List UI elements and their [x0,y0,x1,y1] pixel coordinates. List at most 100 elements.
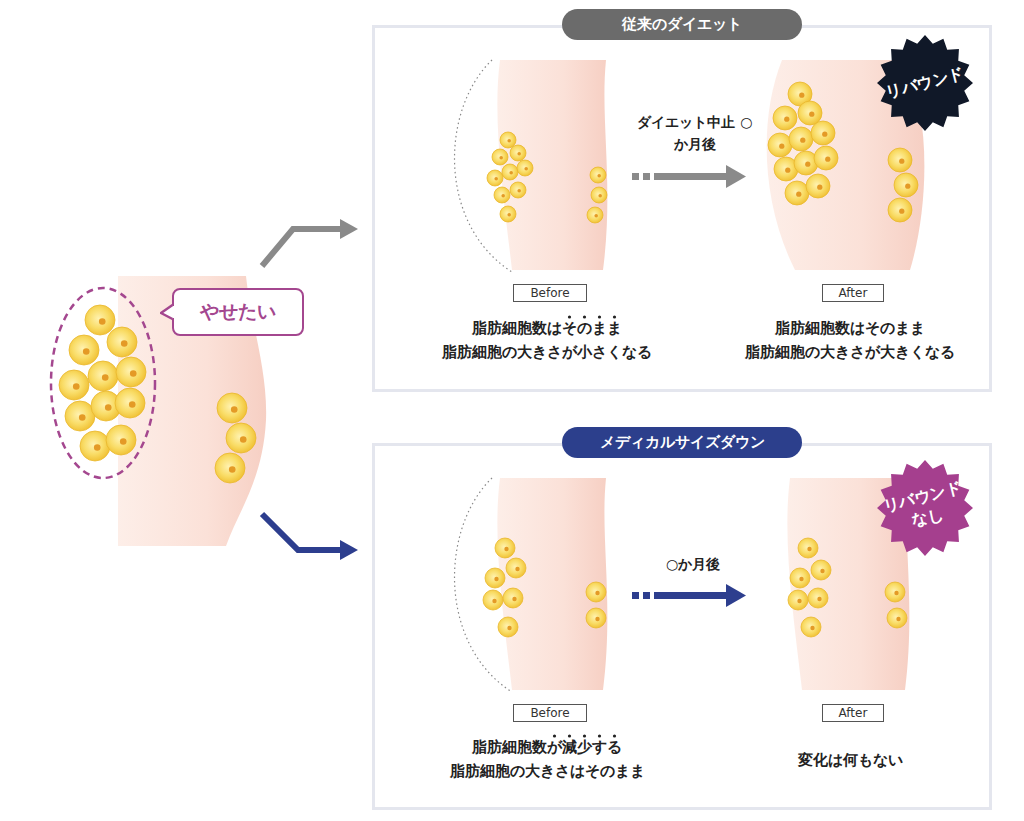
emphasis-dot [613,315,616,318]
fat-cell [85,305,115,335]
fat-cell [773,106,797,130]
fat-cell [485,568,505,588]
fat-cell [590,167,606,183]
fat-cell [811,121,835,145]
bubble-tail [160,302,174,322]
before-after-tag-text: After [839,706,868,720]
fat-cell [217,393,247,423]
fat-cell [788,590,808,610]
speech-bubble: やせたい [172,288,304,336]
caption-text: 脂肪細胞数はそのまま 脂肪細胞の大きさが小さくなる [417,316,677,364]
emphasis-dot [583,734,586,737]
fat-cell [808,588,828,608]
arrow-dash [632,173,639,180]
branch-arrow [262,514,342,550]
fat-cell [492,149,508,165]
fat-cell [495,538,515,558]
arrow-line [654,173,728,180]
before-after-tag-text: Before [530,286,569,300]
fat-cell [814,146,838,170]
arrow-label: ダイエット中止 ○か月後 [635,111,755,156]
before-after-tag-text: Before [530,706,569,720]
branch-arrow [262,229,342,266]
dotted-outline [455,478,512,692]
fat-cell [785,181,809,205]
fat-cell [798,101,822,125]
arrow-head [726,165,746,188]
fat-cell [115,388,145,418]
fat-cell [811,560,831,580]
fat-cell [885,582,905,602]
arrow-label: ○か月後 [666,553,720,575]
fat-cell [510,182,526,198]
before-after-tag: After [822,704,885,722]
panel-heading: 従来のダイエット [562,9,802,40]
fat-cell [487,170,503,186]
fat-cell [586,608,606,628]
fat-cell [59,370,89,400]
fat-cell [888,148,912,172]
caption-text: 変化は何もない [798,748,903,772]
emphasis-dot [553,734,556,737]
fat-cell [790,568,810,588]
fat-cell [116,357,146,387]
fat-cell [506,558,526,578]
fat-cell [789,127,813,151]
fat-cell [494,187,510,203]
fat-cell [768,133,792,157]
arrow-head [726,584,746,607]
fat-cell [894,173,918,197]
fat-cell [888,198,912,222]
arrow-head [340,540,358,560]
before-after-tag: Before [513,284,586,302]
arrow-dash [643,592,650,599]
dotted-outline [455,60,512,272]
panel-heading: メディカルサイズダウン [562,427,802,458]
fat-cell [500,132,516,148]
fat-cell [510,145,526,161]
fat-cell [80,431,110,461]
speech-bubble-text: やせたい [200,299,276,325]
arrow-dash [632,592,639,599]
fat-cell [88,361,118,391]
body-before [497,478,607,690]
dashed-ellipse [51,288,155,478]
fat-cell [502,164,518,180]
before-after-tag-text: After [839,286,868,300]
emphasis-dot [568,734,571,737]
emphasis-dot [598,315,601,318]
arrow-line [654,592,728,599]
fat-cell [887,608,907,628]
emphasis-dot [568,315,571,318]
fat-cell [517,160,533,176]
emphasis-dot [598,734,601,737]
fat-cell [65,401,95,431]
fat-cell [586,582,606,602]
fat-cell [503,588,523,608]
fat-cell [106,425,136,455]
fat-cell [500,206,516,222]
body-before [497,60,607,270]
starburst-badge: リバウンド なし [876,459,974,557]
starburst-badge: リバウンド [876,34,974,132]
emphasis-dot [583,315,586,318]
arrow-head [340,219,358,239]
fat-cell [69,335,99,365]
fat-cell [226,423,256,453]
before-after-tag: After [822,284,885,302]
before-after-tag: Before [513,704,586,722]
fat-cell [215,453,245,483]
caption-text: 脂肪細胞数が減少する 脂肪細胞の大きさはそのまま [417,735,677,783]
fat-cell [107,327,137,357]
emphasis-dot [613,734,616,737]
fat-cell [498,617,518,637]
caption-text: 脂肪細胞数はそのまま 脂肪細胞の大きさが大きくなる [720,316,980,364]
fat-cell [587,207,603,223]
fat-cell [798,538,818,558]
arrow-dash [643,173,650,180]
fat-cell [801,617,821,637]
fat-cell [591,187,607,203]
